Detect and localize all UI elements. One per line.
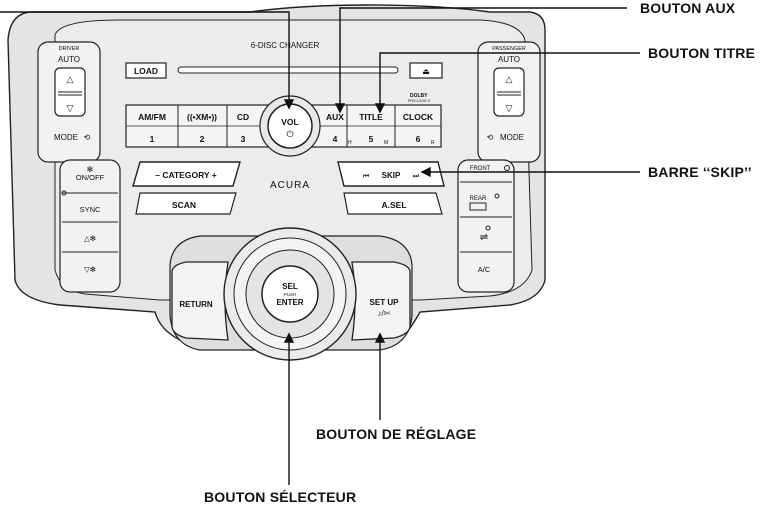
- svg-text:LOAD: LOAD: [134, 66, 158, 76]
- dolby-logo: DOLBY: [410, 93, 428, 99]
- driver-auto-label: AUTO: [58, 55, 80, 64]
- scan-button[interactable]: [135, 192, 237, 215]
- callout-selector: BOUTON SÉLECTEUR: [204, 489, 357, 505]
- svg-text:ENTER: ENTER: [276, 298, 303, 307]
- preset-6-label[interactable]: CLOCK: [403, 112, 434, 122]
- preset-4-sub: H: [348, 140, 352, 146]
- preset-2-number[interactable]: 2: [200, 134, 205, 144]
- ac-button[interactable]: A/C: [478, 265, 491, 274]
- preset-5-label[interactable]: TITLE: [359, 112, 383, 122]
- callout-skip: BARRE ‘‘SKIP’’: [648, 164, 752, 180]
- svg-text:SKIP: SKIP: [382, 171, 401, 180]
- disc-slot: [177, 66, 399, 74]
- front-defrost-button[interactable]: FRONT: [470, 166, 491, 172]
- preset-1-label[interactable]: AM/FM: [138, 112, 166, 122]
- preset-3-number[interactable]: 3: [241, 134, 246, 144]
- mode-fan-icon-right: ⟲: [487, 133, 494, 142]
- preset-1-number[interactable]: 1: [150, 134, 155, 144]
- power-icon: ⏻: [286, 129, 293, 139]
- changer-label: 6-DISC CHANGER: [251, 41, 320, 50]
- svg-text:– CATEGORY +: – CATEGORY +: [155, 170, 217, 180]
- right-button-column: [457, 159, 515, 293]
- temp-down-icon: ▽: [67, 103, 74, 113]
- category-bar[interactable]: [132, 161, 241, 187]
- skip-forward-icon: ⏭: [413, 173, 420, 180]
- asel-button[interactable]: [343, 192, 443, 215]
- passenger-auto-label: AUTO: [498, 55, 520, 64]
- svg-text:RETURN: RETURN: [179, 300, 213, 309]
- rear-defrost-button[interactable]: REAR: [470, 196, 487, 202]
- mode-fan-icon: ⟲: [84, 133, 91, 142]
- eject-icon: ⏏: [422, 67, 430, 76]
- skip-back-icon: ⏮: [363, 173, 369, 180]
- preset-4-label[interactable]: AUX: [326, 112, 344, 122]
- callout-aux: BOUTON AUX: [640, 0, 736, 16]
- preset-5-sub: M: [384, 140, 388, 146]
- svg-text:SET UP: SET UP: [370, 298, 400, 307]
- leader-title: [379, 52, 640, 106]
- svg-text:♪/✄: ♪/✄: [378, 309, 391, 318]
- callout-title: BOUTON TITRE: [648, 45, 756, 61]
- preset-6-number[interactable]: 6: [416, 134, 421, 144]
- svg-text:PUSH: PUSH: [284, 292, 297, 297]
- fan-down-button[interactable]: ▽✻: [84, 265, 97, 274]
- leader-vol: [0, 11, 290, 102]
- mode-right-label[interactable]: MODE: [500, 133, 524, 142]
- leader-aux: [339, 7, 627, 106]
- eject-button[interactable]: [409, 62, 443, 79]
- preset-6-sub: R: [431, 140, 435, 146]
- fan-up-button[interactable]: △✻: [84, 234, 97, 243]
- leader-lines: [0, 7, 640, 485]
- sync-button[interactable]: SYNC: [80, 205, 101, 214]
- brand-logo: ACURA: [270, 180, 310, 191]
- preset-2-label[interactable]: ((•XM•)): [187, 112, 217, 122]
- svg-text:SCAN: SCAN: [172, 200, 196, 210]
- temp-up-icon: △: [67, 74, 74, 84]
- dolby-sub: PRO LOGIC II: [408, 99, 430, 103]
- svg-text:VOL: VOL: [281, 117, 298, 127]
- callout-setup: BOUTON DE RÉGLAGE: [316, 426, 477, 442]
- recirc-button[interactable]: ⇌: [480, 232, 488, 243]
- preset-4-number[interactable]: 4: [333, 134, 338, 144]
- svg-text:SEL: SEL: [282, 282, 298, 291]
- preset-3-label[interactable]: CD: [237, 112, 249, 122]
- load-button[interactable]: [125, 62, 167, 79]
- skip-bar[interactable]: [337, 161, 445, 187]
- driver-label: DRIVER: [59, 46, 80, 52]
- onoff-button[interactable]: ON/OFF: [76, 173, 105, 182]
- svg-text:▽: ▽: [506, 103, 513, 113]
- fan-icon: ✻: [87, 165, 94, 174]
- svg-text:△: △: [506, 74, 513, 84]
- enter-button[interactable]: [261, 265, 319, 323]
- passenger-label: PASSENGER: [492, 46, 526, 52]
- preset-5-number[interactable]: 5: [369, 134, 374, 144]
- mode-left-label[interactable]: MODE: [54, 133, 78, 142]
- svg-text:A.SEL: A.SEL: [381, 200, 406, 210]
